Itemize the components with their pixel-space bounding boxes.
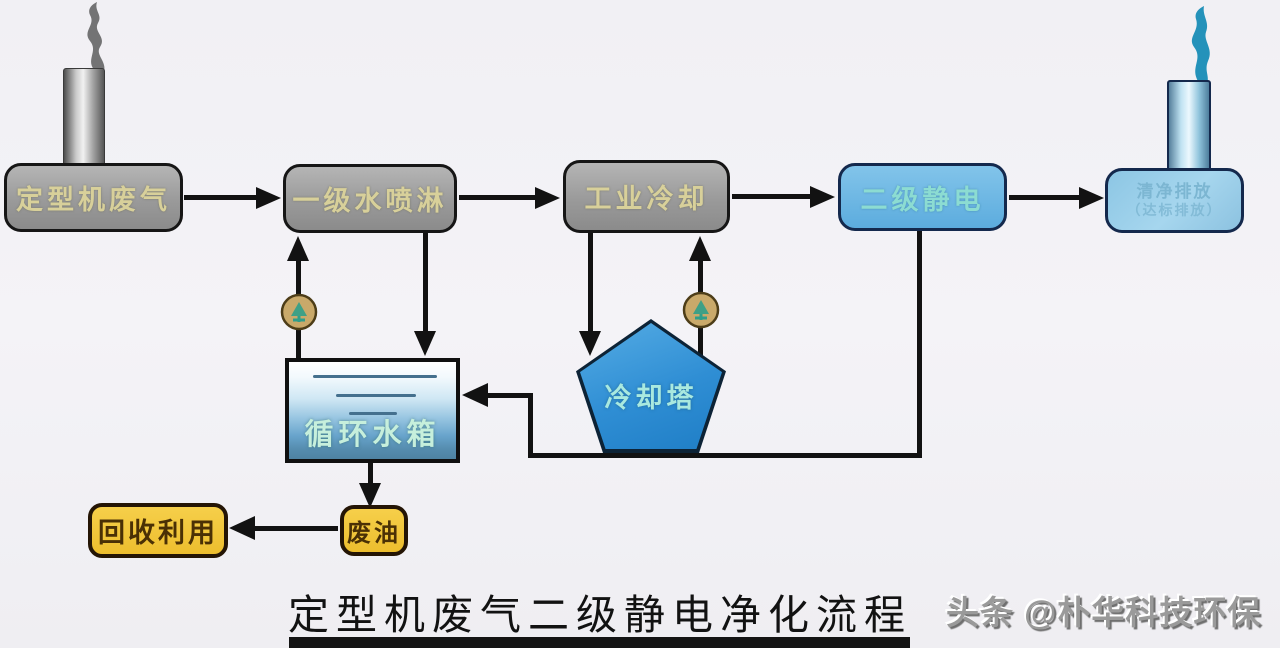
clean-exhaust-line1: 清净排放 [1136,182,1213,202]
pipe-tank-to-oil [368,463,373,485]
circulation-pump-icon [280,293,318,331]
arrow-spray-to-cooling [459,195,535,200]
node-spray-label: 一级水喷淋 [292,186,448,216]
node-recycling-label: 回收利用 [98,518,218,548]
node-waste-oil-label: 废油 [347,520,401,547]
node-water-tank: 循环水箱 [285,358,460,463]
water-line [349,412,397,415]
smoke-icon [87,2,105,72]
node-industrial-cooling: 工业冷却 [563,160,730,233]
diagram-title: 定型机废气二级静电净化流程 [288,592,912,638]
arrow-oil-to-recycling [255,526,338,531]
arrowhead-up [689,236,711,261]
arrowhead-right [535,187,560,209]
blue-chimney [1167,80,1211,172]
pipe-return-to-tank [488,393,533,398]
node-waste-oil: 废油 [340,505,408,556]
arrow-cooling-to-electrostatic [732,194,810,199]
pipe-cooling-to-tower [588,233,593,331]
node-source-label: 定型机废气 [16,185,171,215]
pipe-return-horizontal [528,453,922,458]
node-cooling-tower-label: 冷却塔 [604,382,698,413]
circulation-pump-icon [682,291,720,329]
arrowhead-right [256,187,281,209]
node-electrostatic: 二级静电 [838,163,1007,231]
pipe-tower-to-cooling [698,260,703,418]
arrowhead-up [287,236,309,261]
arrowhead-right [1079,187,1104,209]
pipe-electrostatic-down [917,231,922,458]
gray-chimney [63,68,105,167]
node-water-tank-label: 循环水箱 [304,419,441,451]
arrowhead-down [414,331,436,356]
arrow-source-to-spray [184,195,256,200]
watermark-text: 头条 @朴华科技环保 [946,594,1262,631]
arrowhead-down [579,331,601,356]
arrowhead-left [462,383,488,407]
node-industrial-cooling-label: 工业冷却 [584,184,709,214]
clean-smoke-icon [1191,6,1210,84]
water-line [336,394,416,397]
clean-exhaust-line2: （达标排放） [1126,202,1223,219]
node-electrostatic-label: 二级静电 [860,184,985,215]
arrowhead-left [229,516,255,540]
arrowhead-down [359,483,381,508]
node-source: 定型机废气 [4,163,183,232]
pipe-return-up [528,395,533,458]
arrowhead-right [810,186,835,208]
water-line [313,375,437,378]
pipe-spray-to-tank [423,233,428,331]
node-spray: 一级水喷淋 [283,164,457,233]
node-clean-exhaust: 清净排放 （达标排放） [1105,168,1244,233]
title-underline-bar [289,637,910,648]
node-recycling: 回收利用 [88,503,228,558]
arrow-electrostatic-to-exhaust [1009,195,1079,200]
